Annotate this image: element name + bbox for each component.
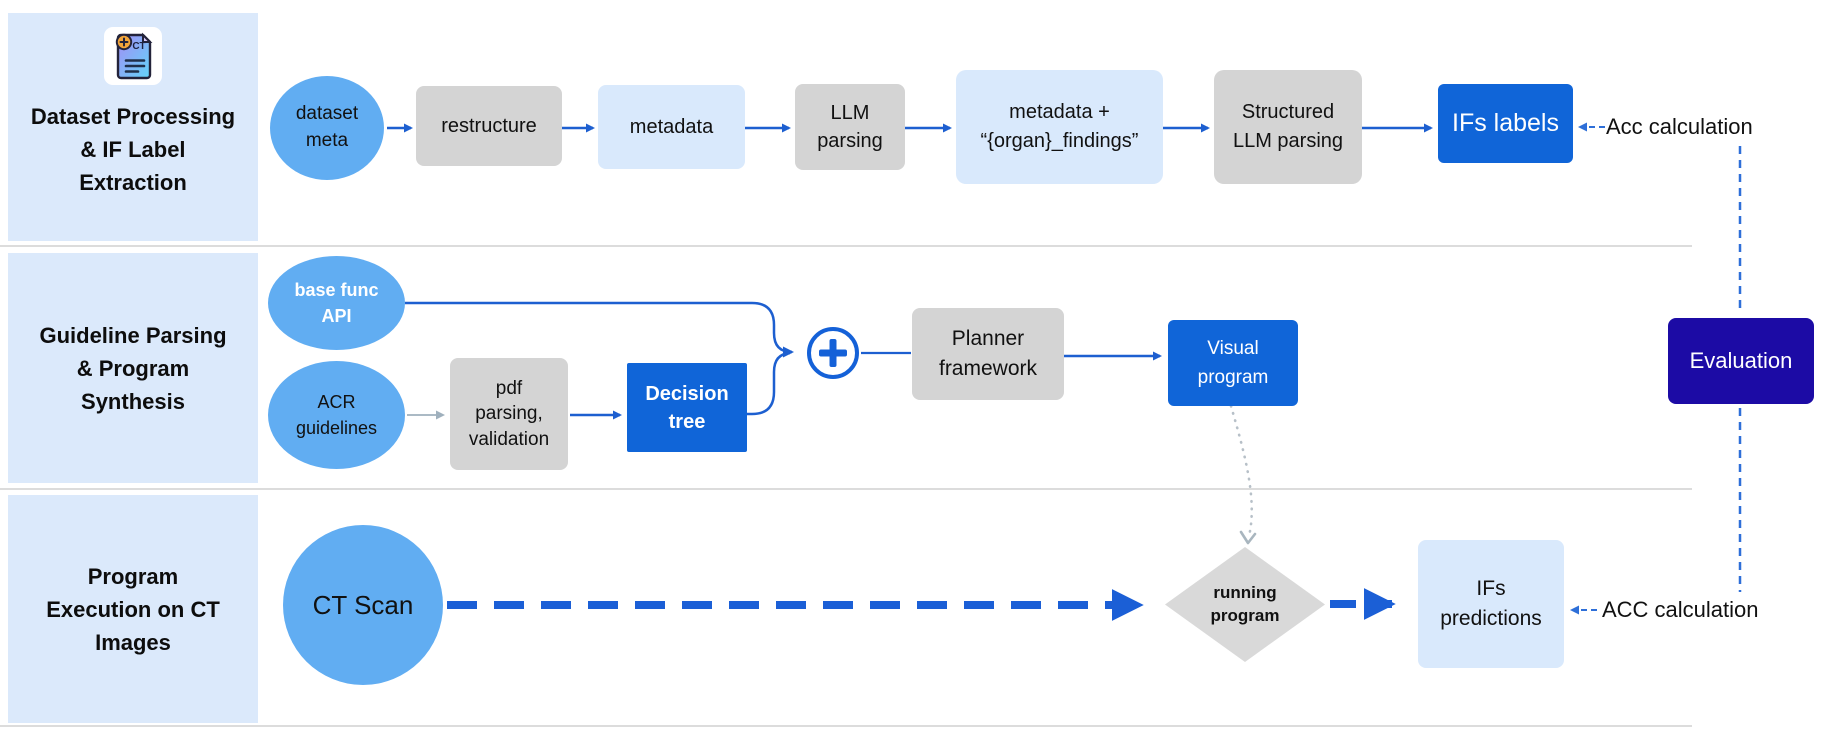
node-restructure: restructure xyxy=(416,86,562,166)
lane-dataset-processing: CT Dataset Processing & IF Label Extract… xyxy=(8,13,258,241)
node-acr-guidelines: ACR guidelines xyxy=(268,361,405,469)
node-pdf-parsing-validation: pdf parsing, validation xyxy=(450,358,568,470)
dotted-arrowhead xyxy=(1239,530,1257,545)
plus-merge-icon xyxy=(807,327,859,379)
running-program-label: running program xyxy=(1210,582,1280,625)
node-evaluation: Evaluation xyxy=(1668,318,1814,404)
node-planner-framework: Planner framework xyxy=(912,308,1064,400)
lane-title-program-execution: Program Execution on CT Images xyxy=(46,563,220,655)
node-visual-program: Visual program xyxy=(1168,320,1298,406)
node-base-func-api: base func API xyxy=(268,256,405,350)
node-dataset-meta: dataset meta xyxy=(270,76,384,180)
node-ifs-predictions: IFs predictions xyxy=(1418,540,1564,668)
node-decision-tree: Decision tree xyxy=(627,363,747,452)
label-acc-calculation: Acc calculation xyxy=(1606,114,1753,139)
label-acc-calculation-2: ACC calculation xyxy=(1602,597,1759,622)
line-basefunc-to-merge xyxy=(405,301,794,358)
node-metadata-organ-findings: metadata + “{organ}_findings” xyxy=(956,70,1163,184)
ct-report-icon: CT xyxy=(104,27,162,90)
line-decisiontree-to-merge xyxy=(747,351,791,416)
lane-title-dataset-processing: Dataset Processing & IF Label Extraction xyxy=(30,104,236,195)
node-ifs-labels: IFs labels xyxy=(1438,84,1573,163)
lane-title-guideline-parsing: Guideline Parsing & Program Synthesis xyxy=(39,322,227,414)
lane-program-execution: Program Execution on CT Images xyxy=(8,495,258,723)
svg-text:CT: CT xyxy=(132,41,145,52)
node-structured-llm-parsing: Structured LLM parsing xyxy=(1214,70,1362,184)
dotted-visual-to-running xyxy=(1229,404,1253,538)
lane-guideline-parsing: Guideline Parsing & Program Synthesis xyxy=(8,253,258,483)
node-ct-scan: CT Scan xyxy=(283,525,443,685)
node-llm-parsing: LLM parsing xyxy=(795,84,905,170)
node-metadata: metadata xyxy=(598,85,745,169)
node-running-program: running program xyxy=(1165,547,1325,662)
